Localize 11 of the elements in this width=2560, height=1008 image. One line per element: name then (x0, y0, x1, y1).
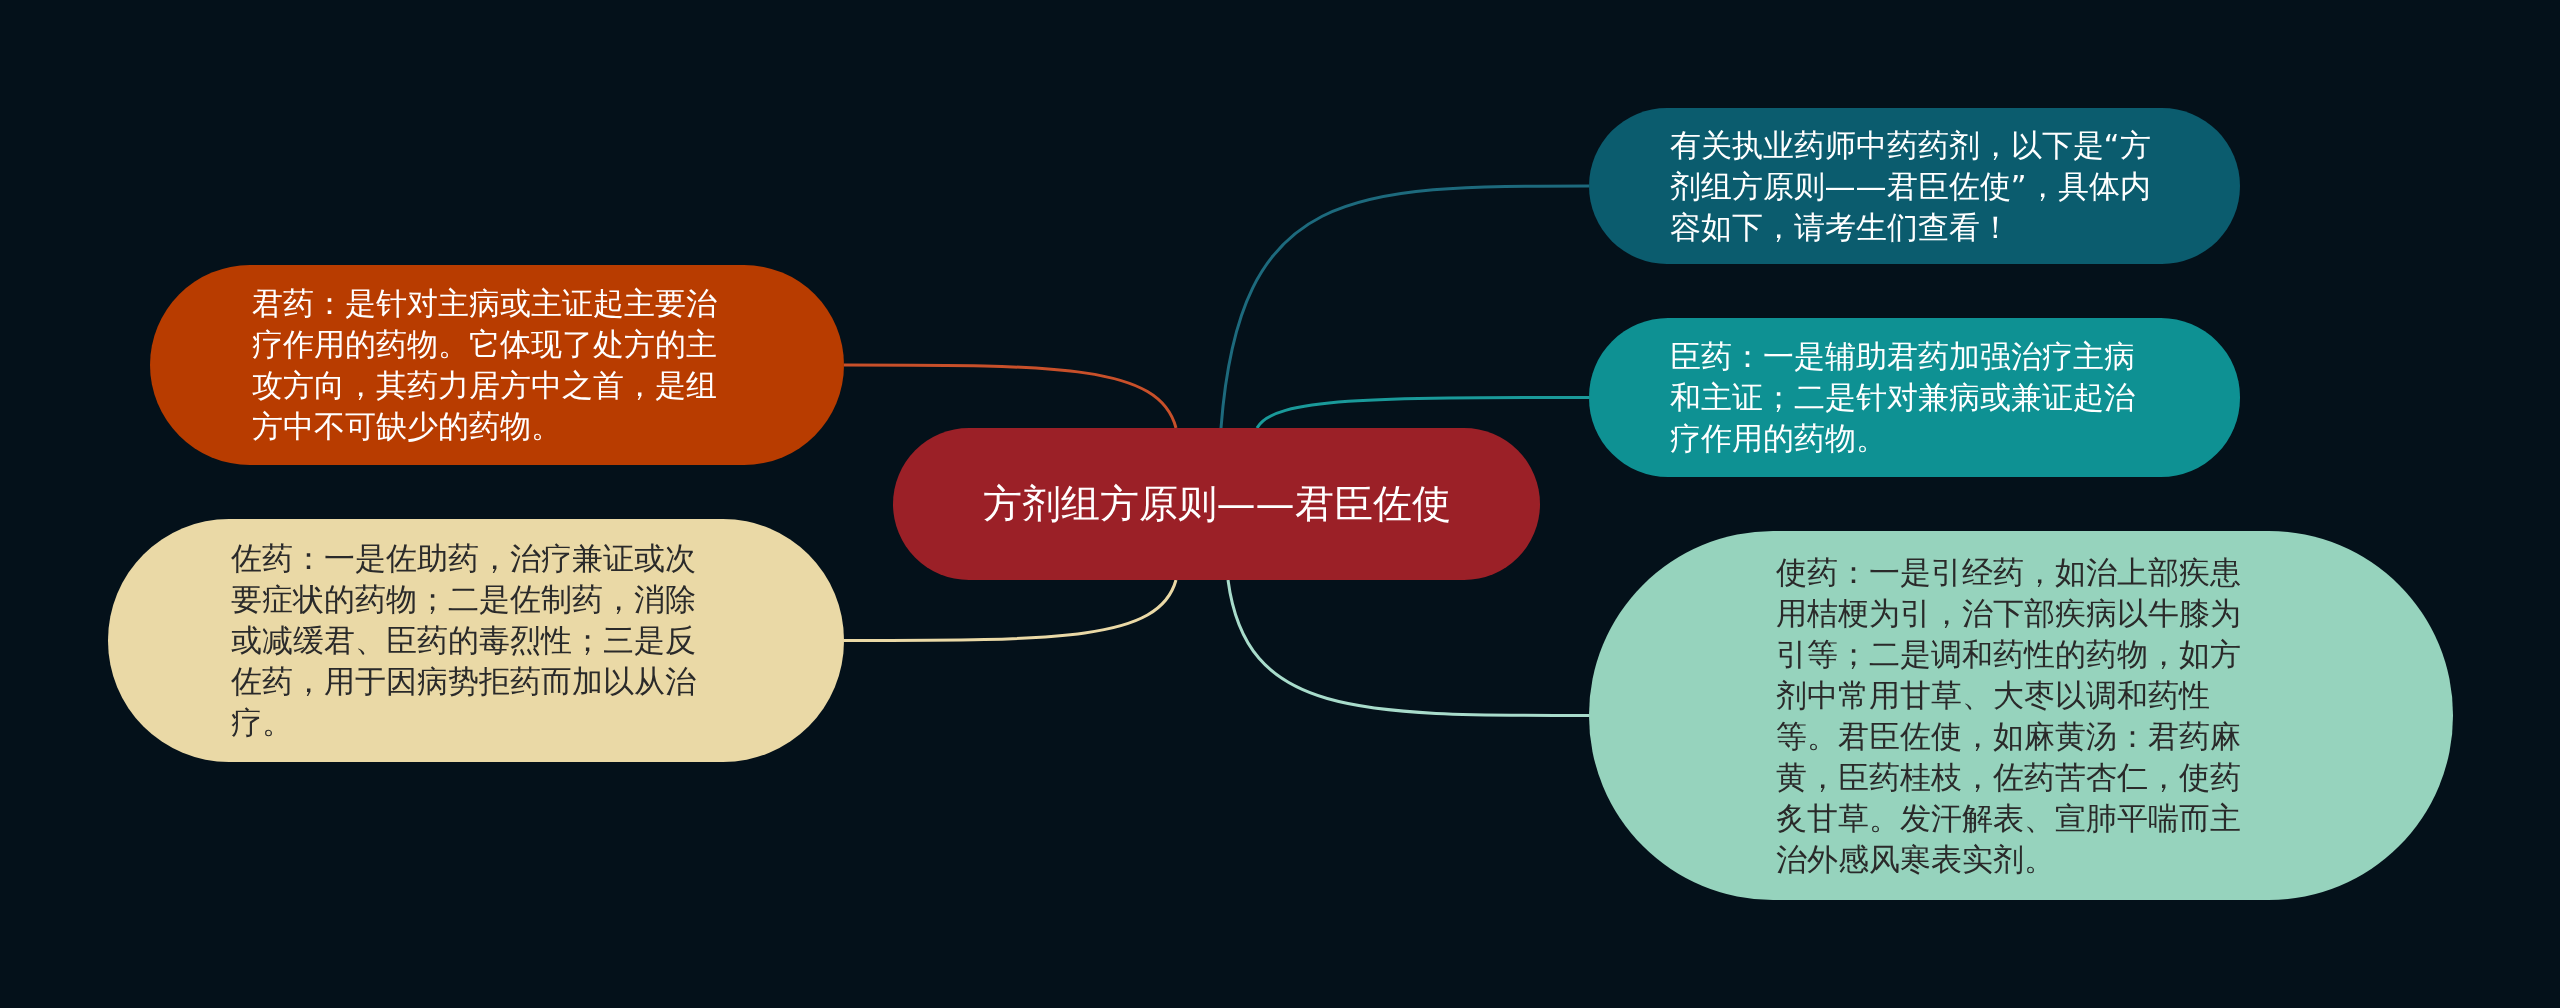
connector (844, 579, 1178, 642)
node-text: 君药：是针对主病或主证起主要治疗作用的药物。它体现了处方的主攻方向，其药力居方中之首，是组方中不可缺少的药物。 (252, 284, 718, 446)
connector (1226, 579, 1589, 717)
connector (1255, 396, 1589, 429)
connector (1219, 184, 1589, 429)
node-text: 臣药：一是辅助君药加强治疗主病和主证；二是针对兼病或兼证起治疗作用的药物。 (1669, 337, 2136, 458)
node-text: 使药：一是引经药，如治上部疾患用桔梗为引，治下部疾病以牛膝为引等；二是调和药性的药物，如方剂中常用甘草、大枣以调和药性等。君臣佐使，如麻黄汤：君药麻黄，臣药桂枝，佐药苦杏仁，使药炙甘草。发汗解表、宣肺平喘而主治外感风寒表实剂。 (1776, 552, 2242, 879)
node-text: 佐药：一是佐助药，治疗兼证或次要症状的药物；二是佐制药，消除或减缓君、臣药的毒烈性；三是反佐药，用于因病势拒药而加以从治疗。 (231, 539, 697, 742)
connector (844, 363, 1178, 429)
node-text: 有关执业药师中药药剂，以下是“方剂组方原则——君臣佐使”，具体内容如下，请考生们查看！ (1669, 125, 2152, 247)
topic-text: 方剂组方原则——君臣佐使 (981, 480, 1452, 528)
